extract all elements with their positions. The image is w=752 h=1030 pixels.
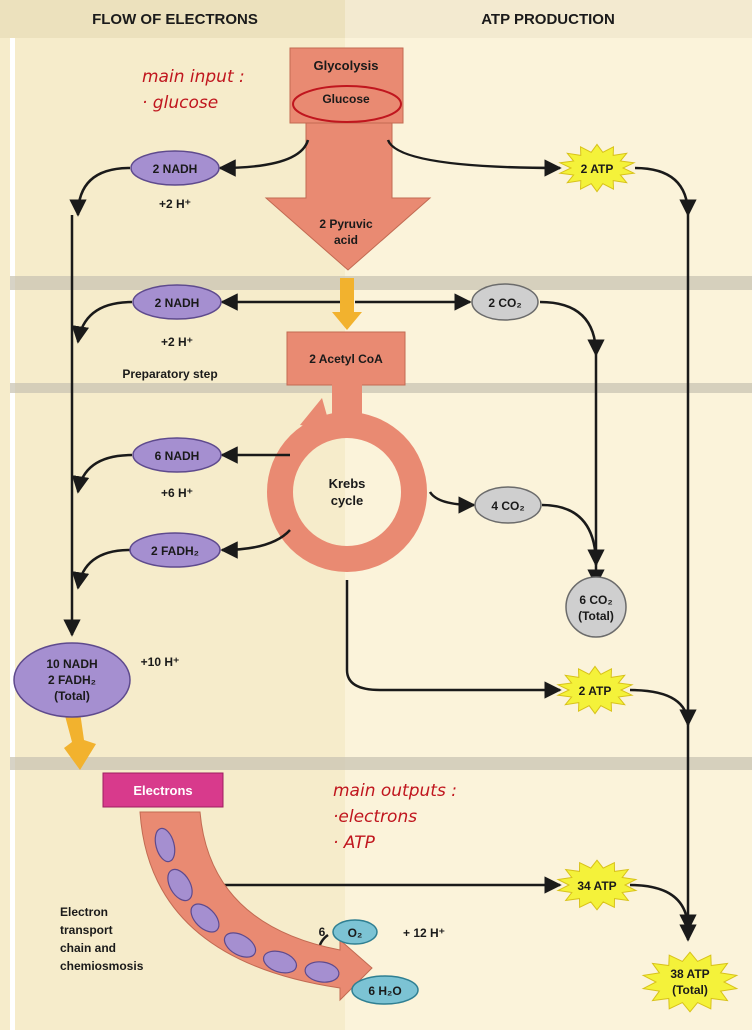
glycolysis-title: Glycolysis [313, 58, 378, 73]
header-left-band [0, 0, 345, 38]
header-flow-of-electrons: FLOW OF ELECTRONS [92, 11, 258, 28]
atp-star [558, 143, 636, 193]
etc-atp-label: 34 ATP [577, 879, 616, 893]
krebs-line1: Krebs [329, 476, 366, 491]
etc-oval-6 [304, 961, 340, 983]
o2-coefficient: 6 [319, 925, 326, 939]
o2-label: O₂ [348, 926, 363, 940]
left-edge [10, 38, 15, 1030]
connector-lines [63, 139, 697, 977]
prep-nadh-label: 2 NADH [155, 296, 200, 310]
o2-oval [332, 919, 378, 945]
krebs-nadh: 6 NADH [132, 437, 222, 473]
krebs-nadh-label: 6 NADH [155, 449, 200, 463]
krebs-atp: 2 ATP [556, 665, 634, 715]
etc-oval-5 [262, 950, 298, 974]
krebs-fadh-label: 2 FADH₂ [151, 544, 199, 558]
etc-label-line2: transport [60, 923, 113, 937]
prep-h-label: +2 H⁺ [161, 335, 193, 349]
prep-nadh: 2 NADH [132, 284, 222, 320]
krebs-h-label: +6 H⁺ [161, 486, 193, 500]
etc-oval-2 [167, 868, 193, 902]
glucose-hand-circle [292, 85, 402, 123]
etc-h-label: + 12 H⁺ [403, 926, 445, 940]
water-oval [351, 975, 419, 1005]
krebs-fadh: 2 FADH₂ [129, 532, 221, 568]
co2-total-line1: 6 CO₂ [579, 593, 612, 607]
etc-oval-4 [223, 932, 257, 958]
co2-total-line2: (Total) [578, 609, 614, 623]
electrons-box [102, 772, 224, 808]
co2-total-circle [565, 576, 627, 638]
pyruvic-acid-line2: acid [334, 233, 358, 247]
pyruvate-to-acetyl-arrow [332, 278, 362, 330]
prep-co2-label: 2 CO₂ [488, 296, 521, 310]
totals-line3: (Total) [54, 689, 90, 703]
pyruvic-acid-line1: 2 Pyruvic [319, 217, 373, 231]
header-right-band [345, 0, 752, 38]
electrons-label: Electrons [133, 783, 192, 798]
totals-line2: 2 FADH₂ [48, 673, 96, 687]
glyco-nadh-label: 2 NADH [153, 162, 198, 176]
acetyl-coa-box [286, 331, 406, 386]
etc-protein-ovals [154, 827, 340, 983]
acetyl-coa-label: 2 Acetyl CoA [309, 352, 383, 366]
etc-label-line1: Electron [60, 905, 108, 919]
prep-co2: 2 CO₂ [471, 283, 539, 321]
glyco-h-label: +2 H⁺ [159, 197, 191, 211]
total-nadh-fadh: 10 NADH 2 FADH₂ (Total) [13, 642, 131, 718]
atp-total-line2: (Total) [672, 983, 708, 997]
hand-main-outputs: main outputs : [333, 781, 457, 801]
separator-2 [10, 383, 752, 393]
atp-total-line1: 38 ATP [670, 967, 709, 981]
nadh-oval [132, 437, 222, 473]
etc-oval-1 [154, 827, 176, 863]
totals-h-label: +10 H⁺ [141, 655, 180, 669]
totals-oval [13, 642, 131, 718]
hand-electrons: ·electrons [333, 807, 417, 827]
hand-atp: · ATP [333, 833, 376, 853]
atp-star [556, 859, 638, 911]
water-label: 6 H₂O [368, 984, 401, 998]
etc-label-line4: chemiosmosis [60, 959, 144, 973]
glycolysis-nadh: 2 NADH [130, 150, 220, 186]
header-atp-production: ATP PRODUCTION [481, 11, 615, 28]
atp-star [556, 665, 634, 715]
fadh-oval [129, 532, 221, 568]
nadh-oval [132, 284, 222, 320]
etc-atp: 34 ATP [556, 859, 638, 911]
hand-main-input: main input : [142, 67, 245, 87]
co2-oval [474, 486, 542, 524]
separator-3 [10, 757, 752, 770]
krebs-atp-label: 2 ATP [579, 684, 612, 698]
totals-line1: 10 NADH [46, 657, 97, 671]
krebs-co2: 4 CO₂ [474, 486, 542, 524]
atp-star [641, 951, 739, 1013]
etc-oval-3 [190, 903, 220, 933]
glyco-atp-label: 2 ATP [581, 162, 614, 176]
krebs-cycle-ring [267, 412, 427, 572]
preparatory-step-label: Preparatory step [122, 367, 217, 381]
atp-total: 38 ATP (Total) [641, 951, 739, 1013]
glucose-label: Glucose [322, 92, 370, 106]
hand-glucose: · glucose [142, 93, 218, 113]
krebs-cycle-arrowhead [300, 398, 331, 430]
etc-label-line3: chain and [60, 941, 116, 955]
glyco-atp: 2 ATP [558, 143, 636, 193]
co2-oval [471, 283, 539, 321]
krebs-line2: cycle [331, 493, 364, 508]
separator-1 [10, 276, 752, 290]
nadh-oval [130, 150, 220, 186]
co2-total: 6 CO₂ (Total) [565, 576, 627, 638]
totals-to-electrons-arrow [64, 712, 96, 770]
krebs-co2-label: 4 CO₂ [491, 499, 524, 513]
